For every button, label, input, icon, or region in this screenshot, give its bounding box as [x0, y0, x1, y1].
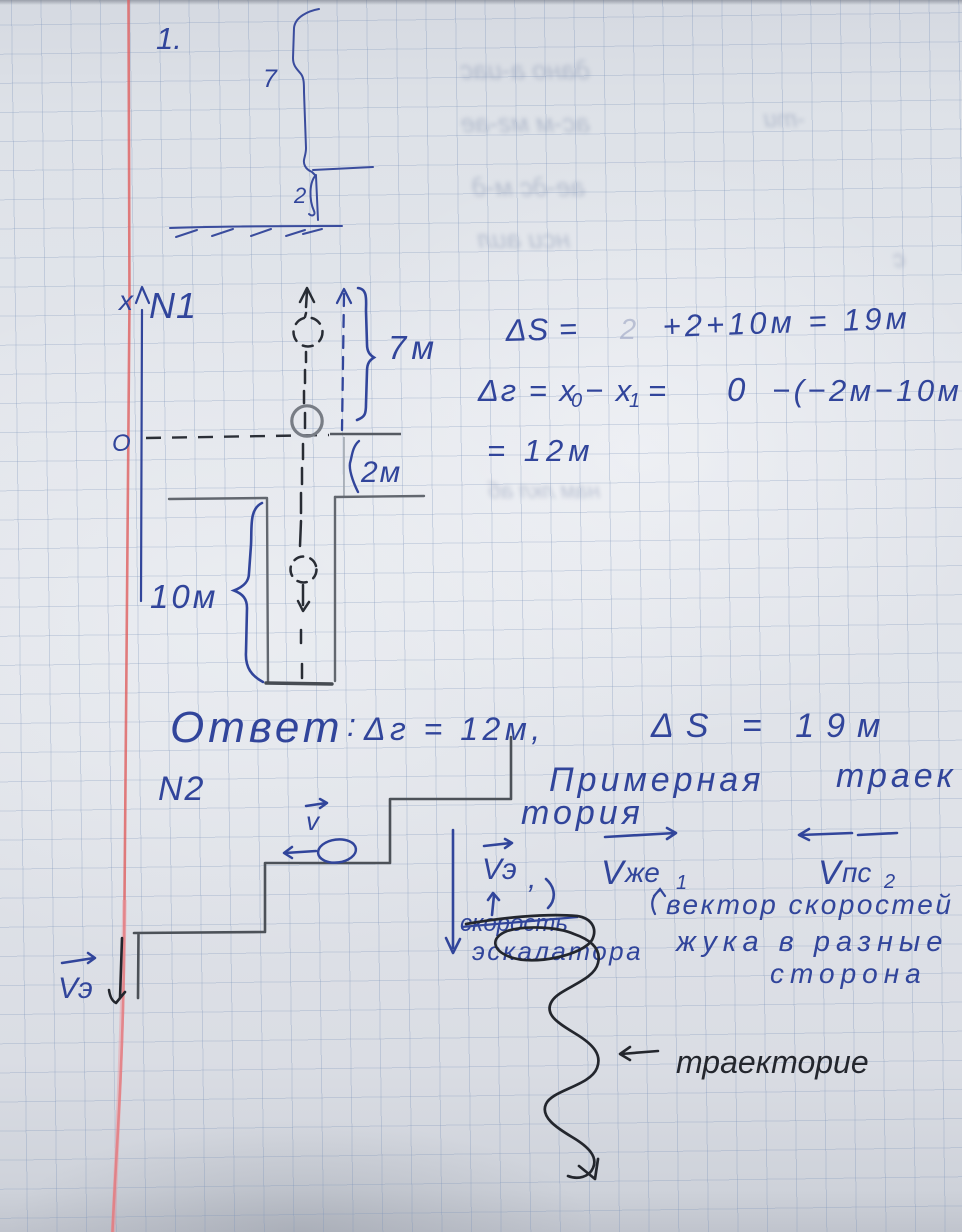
svg-text:Δг = 12м,: Δг = 12м,	[363, 711, 545, 747]
svg-text:ΔS =: ΔS =	[504, 311, 578, 348]
svg-text:Δг = х: Δг = х	[477, 373, 577, 408]
svg-text:Vэ: Vэ	[482, 853, 517, 886]
svg-text:Примерная: Примерная	[549, 761, 764, 799]
svg-text:тория: тория	[521, 794, 644, 832]
svg-text:= 12м: = 12м	[487, 433, 594, 468]
svg-text:10м: 10м	[150, 578, 218, 615]
svg-text:V: V	[601, 854, 627, 892]
svg-text:,: ,	[528, 862, 536, 895]
svg-text:жука в разные: жука в разные	[674, 926, 948, 958]
svg-text:7м: 7м	[388, 329, 439, 366]
svg-text:O: O	[112, 430, 131, 457]
svg-text:N1: N1	[149, 285, 197, 326]
svg-text:x: x	[117, 285, 134, 316]
svg-text:же: же	[623, 857, 660, 888]
svg-text:2: 2	[293, 183, 306, 208]
svg-text:ΔS = 19м: ΔS = 19м	[650, 707, 892, 745]
svg-text:сторона: сторона	[770, 958, 927, 989]
svg-text:траекторие: траекторие	[676, 1044, 869, 1080]
svg-text:v: v	[306, 806, 321, 836]
svg-text:2: 2	[619, 314, 636, 346]
svg-text:1.: 1.	[156, 21, 182, 56]
svg-text:V: V	[818, 854, 844, 892]
svg-text:вектор скоростей: вектор скоростей	[666, 889, 953, 920]
svg-text:1: 1	[629, 390, 640, 412]
svg-text:пс: пс	[842, 857, 871, 888]
svg-text:N2: N2	[158, 770, 205, 808]
svg-text::: :	[347, 707, 356, 743]
svg-text:0: 0	[571, 390, 582, 412]
svg-text:=: =	[648, 373, 666, 408]
svg-text:2: 2	[883, 871, 895, 893]
svg-text:1: 1	[676, 872, 687, 894]
svg-text:Ответ: Ответ	[170, 703, 344, 752]
svg-text:траек: траек	[836, 757, 957, 795]
svg-text:2м: 2м	[360, 456, 402, 489]
svg-text:7: 7	[263, 65, 278, 93]
svg-text:+2+10м = 19м: +2+10м = 19м	[662, 300, 911, 344]
svg-text:0: 0	[727, 371, 746, 408]
svg-text:−(−2м−10м: −(−2м−10м	[772, 373, 962, 408]
svg-text:− х: − х	[585, 373, 633, 408]
svg-text:Vэ: Vэ	[58, 972, 93, 1005]
